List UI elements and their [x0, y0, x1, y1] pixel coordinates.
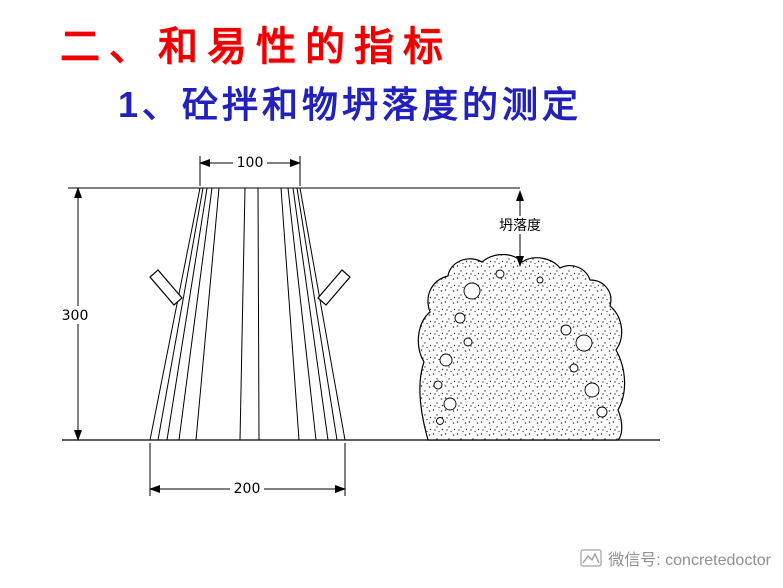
aggregate-circles	[433, 269, 608, 425]
dimension-height: 300	[56, 187, 94, 441]
slide-subtitle: 1、砼拌和物坍落度的测定	[118, 84, 583, 125]
slump-dimension: 坍落度	[486, 190, 554, 267]
watermark: 微信号: concretedoctor	[580, 546, 771, 570]
dim-bottom-label: 200	[234, 481, 261, 497]
slump-dimension-label: 坍落度	[499, 218, 541, 234]
dim-height-label: 300	[62, 308, 89, 324]
dimension-bottom: 200	[149, 443, 346, 497]
watermark-logo-icon	[580, 549, 602, 567]
dim-top-label: 100	[237, 155, 264, 171]
dimension-top: 100	[199, 153, 301, 186]
cone-handle-left	[149, 269, 183, 306]
cone-handle-right	[317, 269, 351, 306]
watermark-text: 微信号: concretedoctor	[608, 552, 771, 569]
slump-cone	[149, 187, 346, 441]
slide-title: 二、和易性的指标	[60, 25, 452, 69]
concrete-blob	[417, 253, 626, 441]
